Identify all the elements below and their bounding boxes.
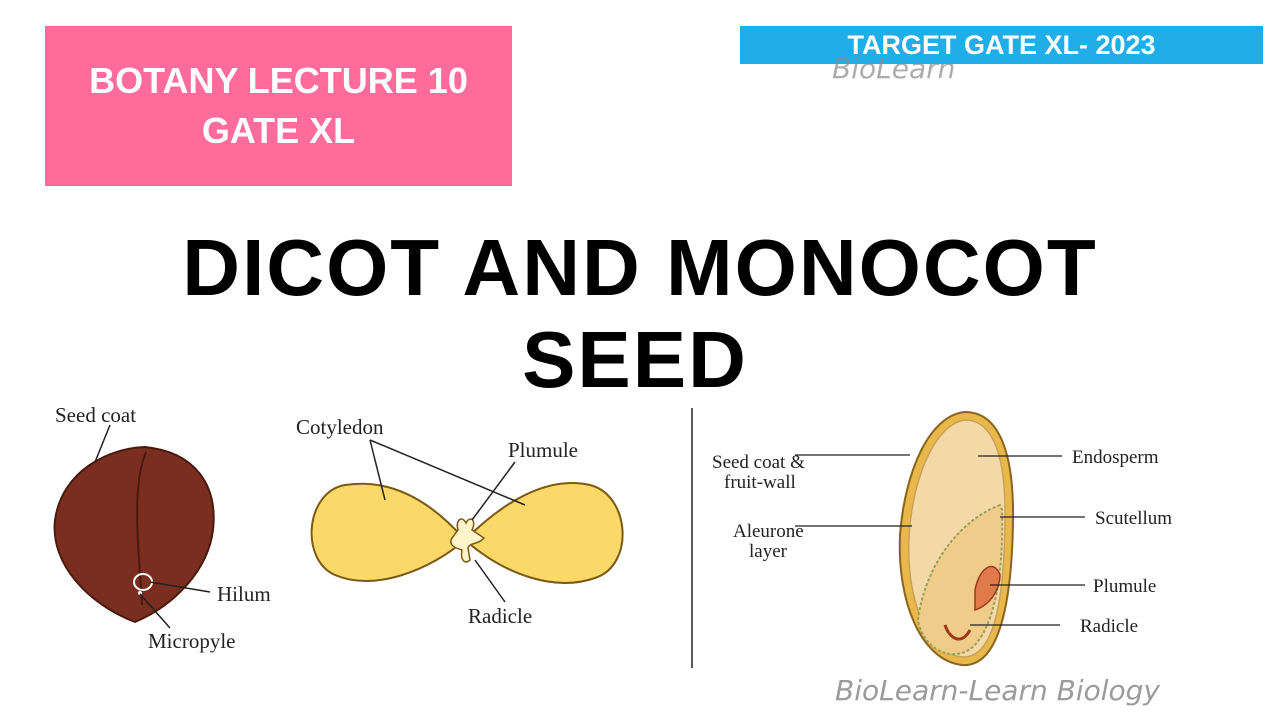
label-aleurone-layer: layer bbox=[749, 541, 788, 562]
label-monocot-radicle: Radicle bbox=[1080, 616, 1138, 637]
dicot-seed-opened bbox=[310, 482, 624, 584]
plumule-shape bbox=[974, 565, 1001, 612]
label-fruit-wall: fruit-wall bbox=[724, 472, 796, 493]
radicle-shape bbox=[943, 624, 972, 641]
label-aleurone: Aleurone bbox=[733, 521, 804, 542]
monocot-seed bbox=[898, 410, 1015, 667]
label-scutellum: Scutellum bbox=[1095, 508, 1172, 529]
lecture-banner: BOTANY LECTURE 10 GATE XL bbox=[45, 26, 512, 186]
target-text: TARGET GATE XL- 2023 bbox=[847, 29, 1156, 60]
seed-coat-pointer bbox=[94, 424, 111, 463]
label-endosperm: Endosperm bbox=[1072, 447, 1159, 468]
label-hilum: Hilum bbox=[217, 582, 271, 606]
label-monocot-plumule: Plumule bbox=[1093, 576, 1156, 597]
target-banner: TARGET GATE XL- 2023 bbox=[740, 26, 1263, 64]
label-seed-coat: Seed coat bbox=[55, 403, 136, 427]
embryo-axis bbox=[450, 518, 486, 563]
hilum-pointer bbox=[149, 581, 211, 593]
micropyle-pointer bbox=[139, 593, 171, 629]
label-micropyle: Micropyle bbox=[148, 629, 235, 653]
lecture-subtitle: GATE XL bbox=[201, 110, 356, 151]
watermark-top: BioLearn bbox=[832, 52, 955, 85]
label-plumule: Plumule bbox=[508, 438, 578, 462]
title-line2: SEED bbox=[522, 315, 748, 404]
cotyledon-pointer-right bbox=[369, 439, 526, 506]
watermark-bottom: BioLearn-Learn Biology bbox=[835, 674, 1160, 707]
lecture-title: BOTANY LECTURE 10 bbox=[89, 60, 468, 101]
title-line1: DICOT AND MONOCOT bbox=[182, 223, 1098, 312]
label-radicle: Radicle bbox=[468, 604, 532, 628]
plumule-pointer bbox=[471, 461, 516, 521]
dicot-seed-whole bbox=[53, 445, 215, 624]
label-seed-coat-fruit-wall: Seed coat & bbox=[712, 452, 805, 473]
radicle-pointer bbox=[474, 559, 506, 603]
cotyledon-pointer-left bbox=[369, 439, 386, 501]
label-cotyledon: Cotyledon bbox=[296, 415, 384, 439]
main-title: DICOT AND MONOCOT SEED bbox=[20, 222, 1260, 406]
